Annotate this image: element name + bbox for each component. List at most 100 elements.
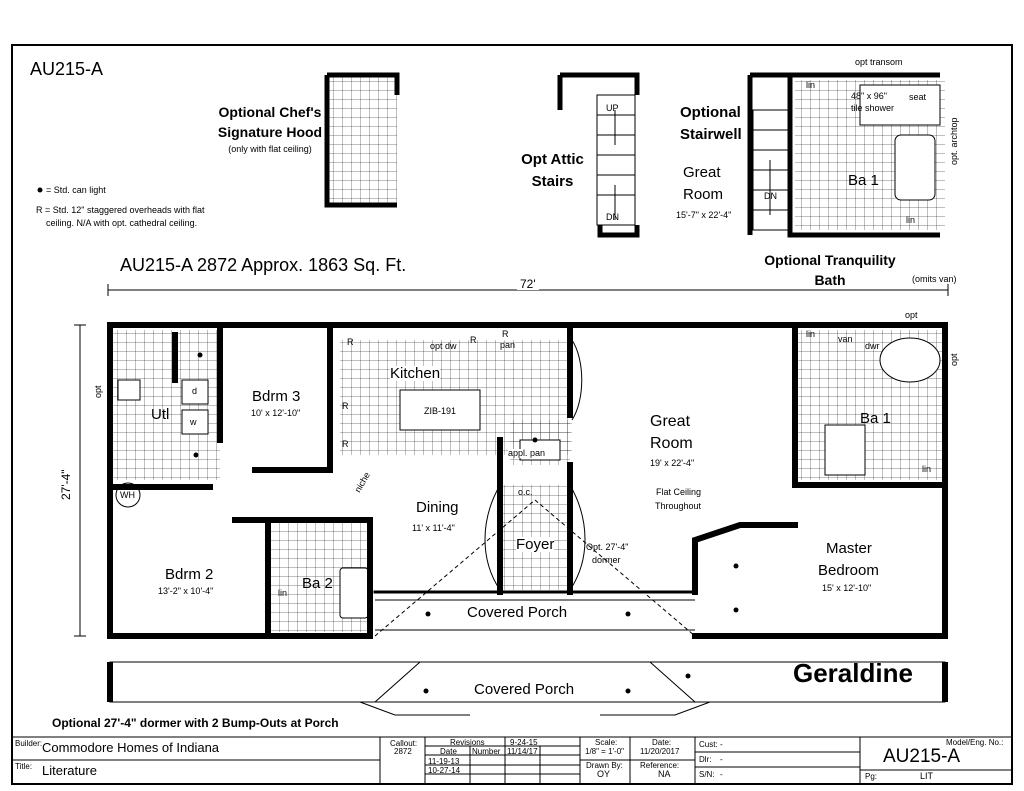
series-name: Geraldine bbox=[793, 658, 913, 688]
tb-rev-date-1: 11-19-13 bbox=[428, 757, 460, 766]
r-label-2: R bbox=[470, 335, 477, 345]
omits-van: (omits van) bbox=[912, 274, 957, 284]
pan-label: pan bbox=[500, 340, 516, 350]
appl-pan: appl. pan bbox=[508, 448, 546, 458]
tb-callout: 2872 bbox=[394, 747, 412, 756]
r-label-1: R bbox=[347, 337, 354, 347]
opt-archtop: opt. archtop bbox=[949, 117, 959, 165]
tb-pg: LIT bbox=[920, 771, 934, 781]
opt-label-side: opt bbox=[949, 353, 959, 366]
room-great-dims: 19' x 22'-4" bbox=[650, 458, 695, 468]
tb-pg-label: Pg: bbox=[865, 772, 878, 781]
van-label: van bbox=[838, 334, 853, 344]
stairwell-room-2: Room bbox=[683, 186, 724, 203]
dormer-label-2: dormer bbox=[592, 555, 621, 565]
kitchen-island bbox=[399, 389, 481, 431]
seat: seat bbox=[909, 92, 927, 102]
lin-label-1: lin bbox=[806, 329, 816, 339]
tb-rev-number-label: Number bbox=[472, 747, 501, 756]
flat-ceiling-1: Flat Ceiling bbox=[656, 487, 702, 497]
utility-tile bbox=[110, 330, 220, 480]
chef-hood-note: (only with flat ceiling) bbox=[228, 144, 312, 154]
tb-drawn-label: Drawn By: bbox=[586, 761, 623, 770]
ba2-wall bbox=[232, 517, 373, 639]
room-bdrm2-dims: 13'-2" x 10'-4" bbox=[158, 586, 214, 596]
r-label-4: R bbox=[342, 401, 349, 411]
corner-tub bbox=[879, 337, 941, 383]
tranquility-title-1: Optional Tranquility bbox=[764, 252, 896, 268]
room-master-1: Master bbox=[826, 540, 872, 557]
room-master-dims: 15' x 12'-10" bbox=[822, 583, 872, 593]
opt-transom: opt transom bbox=[855, 57, 903, 67]
tb-rev-top-2: 11/14/17 bbox=[507, 747, 538, 756]
tb-scale-label: Scale: bbox=[595, 738, 618, 747]
tb-date-label: Date: bbox=[652, 738, 672, 747]
tb-sn-label: S/N: bbox=[699, 770, 715, 779]
opt-label-top: opt bbox=[905, 310, 918, 320]
room-bdrm3: Bdrm 3 bbox=[252, 388, 301, 405]
inset-lin-bottom: lin bbox=[906, 215, 916, 225]
attic-title-1: Opt Attic bbox=[521, 151, 584, 168]
overall-width: 72' bbox=[517, 278, 539, 290]
stairwell-title-1: Optional bbox=[680, 104, 741, 121]
bdrm3-wall bbox=[252, 322, 333, 473]
inset-lin-top: lin bbox=[806, 80, 816, 90]
covered-porch: Covered Porch bbox=[467, 604, 568, 621]
master-wall bbox=[692, 522, 798, 595]
oc-label: o.c. bbox=[518, 487, 533, 497]
r-label-3: R bbox=[502, 329, 509, 339]
room-bdrm2: Bdrm 2 bbox=[165, 566, 214, 583]
tb-dlr: - bbox=[720, 755, 723, 764]
dryer bbox=[117, 379, 141, 401]
inset-shower bbox=[859, 84, 941, 126]
room-great-1: Great bbox=[650, 413, 691, 430]
room-dining: Dining bbox=[416, 499, 459, 516]
alt-covered-porch: Covered Porch bbox=[474, 681, 575, 698]
shower-size: 48" x 96" bbox=[851, 91, 887, 101]
tb-model-label: Model/Eng. No.: bbox=[946, 738, 1004, 747]
attic-inset-walls bbox=[557, 72, 640, 238]
chef-hood-title-1: Optional Chef's bbox=[218, 104, 322, 120]
inset-ba1: Ba 1 bbox=[848, 172, 879, 189]
room-great-2: Room bbox=[650, 435, 693, 452]
legend-overheads-2: ceiling. N/A with opt. cathedral ceiling… bbox=[46, 218, 198, 228]
overall-depth: 27'-4" bbox=[59, 469, 73, 500]
chef-inset-walls bbox=[324, 72, 400, 208]
tb-callout-label: Callout: bbox=[390, 739, 418, 748]
kitchen-island-label: ZIB-191 bbox=[424, 406, 457, 416]
model-code: AU215-A bbox=[30, 59, 104, 79]
tb-builder-label: Builder: bbox=[15, 739, 43, 748]
room-master-2: Bedroom bbox=[818, 562, 879, 579]
r-label-5: R bbox=[342, 439, 349, 449]
room-dining-dims: 11' x 11'-4" bbox=[412, 523, 455, 533]
tb-dlr-label: Dlr: bbox=[699, 755, 712, 764]
tb-title-label: Title: bbox=[15, 762, 33, 771]
dormer-caption: Optional 27'-4" dormer with 2 Bump-Outs … bbox=[52, 716, 339, 730]
tb-scale: 1/8" = 1'-0" bbox=[585, 747, 625, 756]
dormer-label-1: Opt. 27'-4" bbox=[586, 542, 629, 552]
lin-label-2: lin bbox=[922, 464, 932, 474]
legend-can-light bbox=[37, 187, 43, 193]
attic-up: UP bbox=[606, 103, 619, 113]
washer-d bbox=[181, 379, 209, 405]
washer-label: w bbox=[190, 417, 197, 427]
flat-ceiling-2: Throughout bbox=[655, 501, 702, 511]
attic-title-2: Stairs bbox=[531, 173, 574, 190]
room-bath1: Ba 1 bbox=[860, 410, 891, 427]
title-block bbox=[11, 736, 1013, 785]
chef-inset-tile bbox=[327, 75, 397, 205]
tb-ref-label: Reference: bbox=[640, 761, 680, 770]
legend-can-light-text: = Std. can light bbox=[46, 185, 106, 195]
opt-dw-label: opt dw bbox=[430, 341, 457, 351]
tub-ba2 bbox=[339, 567, 369, 619]
washer-w bbox=[181, 409, 209, 435]
tb-rev-date-2: 10-27-14 bbox=[428, 766, 461, 775]
room-foyer: Foyer bbox=[516, 536, 555, 553]
room-bath2: Ba 2 bbox=[302, 575, 333, 592]
room-utility: Utl bbox=[151, 406, 170, 423]
chef-hood-title-2: Signature Hood bbox=[217, 124, 323, 140]
stairwell-title-2: Stairwell bbox=[680, 126, 742, 143]
tb-cust-label: Cust: bbox=[699, 740, 718, 749]
stairwell-dims: 15'-7" x 22'-4" bbox=[676, 210, 732, 220]
